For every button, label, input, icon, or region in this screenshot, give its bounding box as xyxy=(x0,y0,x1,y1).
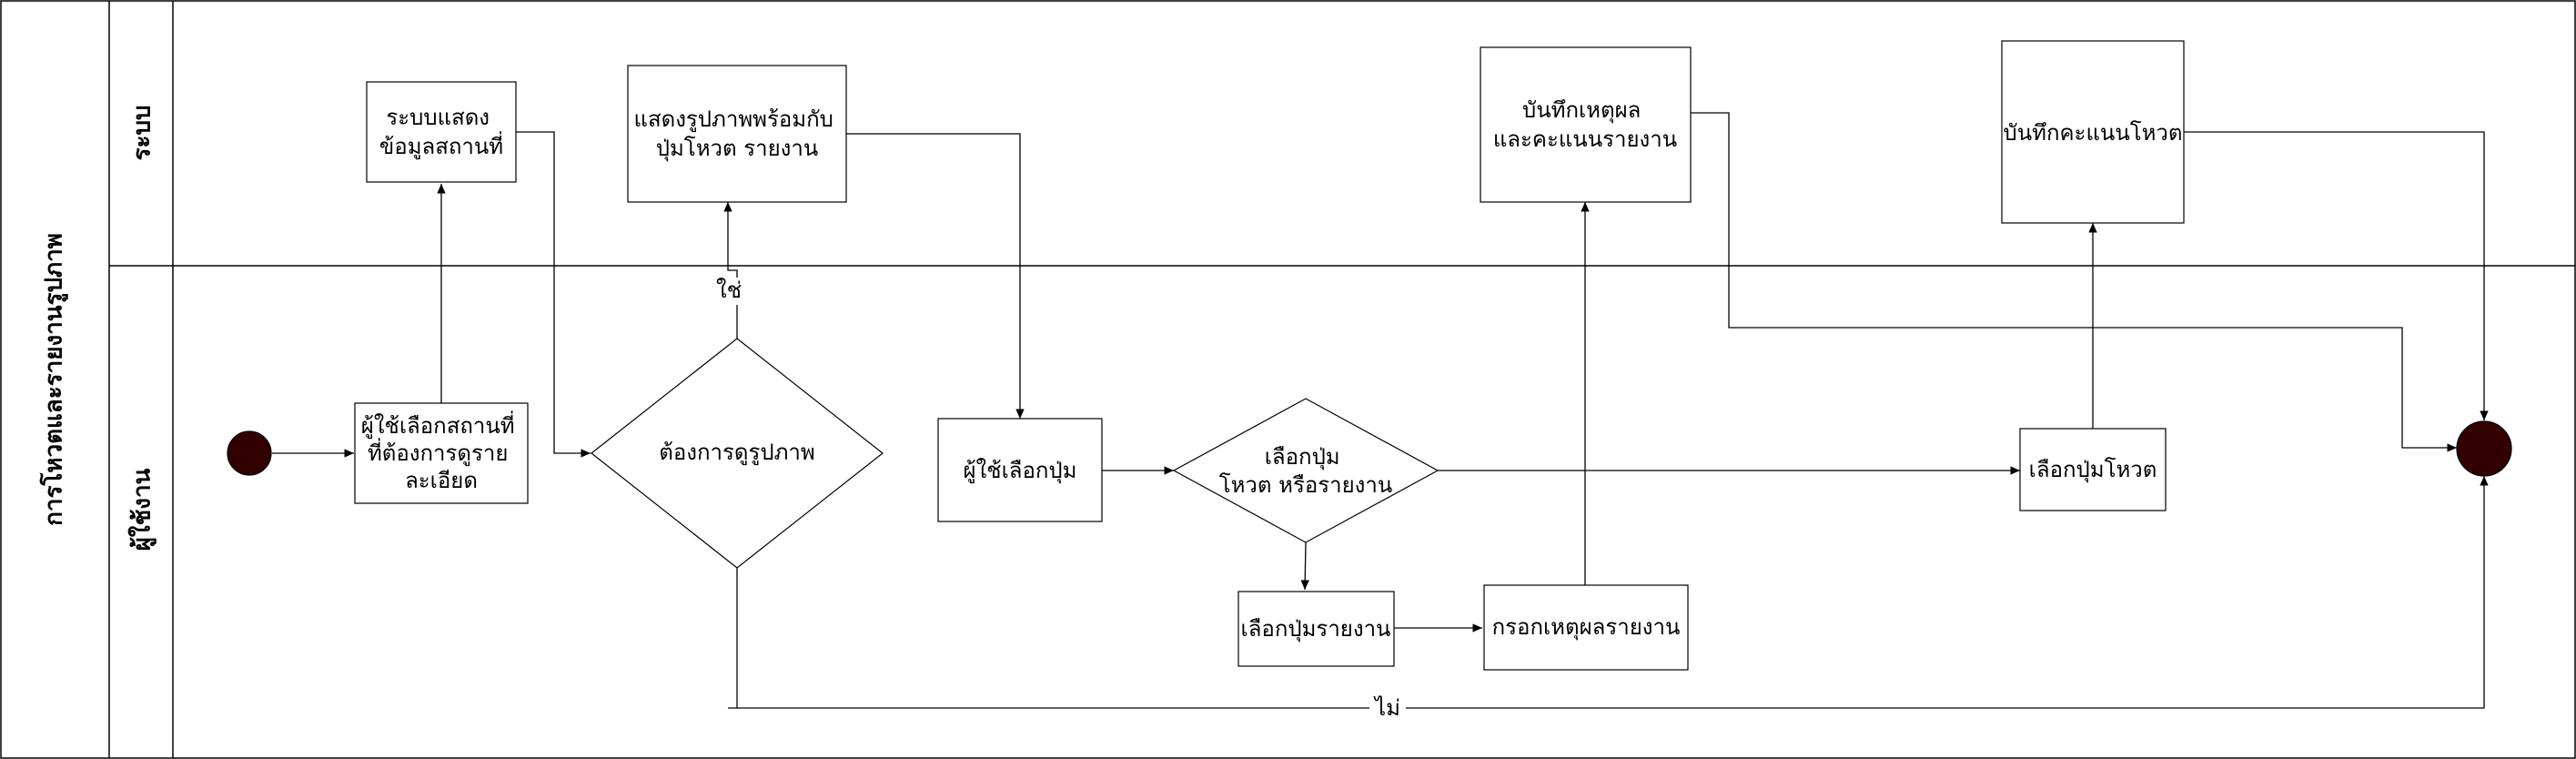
svg-text:เลือกปุ่ม โหวต หรือรายงา: เลือกปุ่ม โหวต หรือรายงาน xyxy=(1219,444,1393,498)
task-show-place-info-line: ข้อมูลสถานที่ xyxy=(379,131,503,160)
task-select-vote-button[interactable]: เลือกปุ่มโหวต xyxy=(2019,428,2167,511)
yes-label-bg xyxy=(710,278,746,305)
task-select-report-line: เลือกปุ่มรายงาน xyxy=(1241,616,1391,643)
svg-text:ผู้ใช้เลือกปุ่ม: ผู้ใช้เลือกปุ่ม xyxy=(964,458,1077,484)
svg-text:กรอกเหตุผลรายงาน: กรอกเหตุผลรายงาน xyxy=(1492,614,1681,641)
edge-label-no: ไม่ xyxy=(1373,695,1400,721)
task-select-place[interactable]: ผู้ใช้เลือกสถานที่ ที่ต้องการดูราย ละเอี… xyxy=(354,402,529,504)
edge-show-image-to-select-button xyxy=(846,133,1025,419)
no-label-bg xyxy=(1369,695,1406,723)
edge-decision-no-to-end xyxy=(728,476,2484,709)
pool-title: การโหวตและรายงานรูปภาพ xyxy=(39,233,69,526)
task-select-report-button[interactable]: เลือกปุ่มรายงาน xyxy=(1237,591,1395,667)
task-show-place-info-line: ระบบแสดง xyxy=(386,105,490,130)
task-user-select-button-line: ผู้ใช้เลือกปุ่ม xyxy=(964,458,1077,484)
task-user-select-button[interactable]: ผู้ใช้เลือกปุ่ม xyxy=(937,418,1103,522)
svg-text:แสดงรูปภาพพร้อมกับ ปุ่มโ: แสดงรูปภาพพร้อมกับ ปุ่มโหวต รายงาน xyxy=(633,106,840,162)
edge-decision-yes-to-show-image xyxy=(723,202,738,339)
task-save-report-line: บันทึกเหตุผล xyxy=(1522,97,1641,124)
svg-text:บันทึกเหตุผล และคะแนนราย: บันทึกเหตุผล และคะแนนรายงาน xyxy=(1493,97,1677,152)
svg-text:เลือกปุ่มโหวต: เลือกปุ่มโหวต xyxy=(2029,457,2157,483)
decision-vote-or-report[interactable]: เลือกปุ่ม โหวต หรือรายงาน xyxy=(1172,398,1440,543)
task-enter-reason-line: กรอกเหตุผลรายงาน xyxy=(1492,614,1681,641)
task-show-place-info[interactable]: ระบบแสดง ข้อมูลสถานที่ xyxy=(366,81,517,183)
task-show-image-line: ปุ่มโหวต รายงาน xyxy=(656,136,819,162)
start-event[interactable] xyxy=(227,430,272,476)
end-event[interactable] xyxy=(2456,420,2512,477)
lane-label-user: ผู้ใช้งาน xyxy=(128,468,157,551)
lane-label-system: ระบบ xyxy=(129,106,157,161)
svg-text:ระบบแสดง ข้อมูลสถานที่: ระบบแสดง ข้อมูลสถานที่ xyxy=(379,105,503,160)
task-select-vote-line: เลือกปุ่มโหวต xyxy=(2029,457,2157,483)
task-show-image-line: แสดงรูปภาพพร้อมกับ xyxy=(633,106,833,133)
decision-vote-or-report-line: เลือกปุ่ม xyxy=(1265,444,1340,471)
task-show-image-with-buttons[interactable]: แสดงรูปภาพพร้อมกับ ปุ่มโหวต รายงาน xyxy=(627,65,847,203)
edge-save-report-to-end xyxy=(1691,112,2457,452)
svg-text:ต้องการดูรูปภาพ: ต้องการดูรูปภาพ xyxy=(659,440,814,466)
task-save-vote[interactable]: บันทึกคะแนนโหวต xyxy=(2001,40,2185,224)
decision-view-image[interactable]: ต้องการดูรูปภาพ xyxy=(591,338,884,569)
decision-view-image-line: ต้องการดูรูปภาพ xyxy=(659,440,814,466)
svg-text:ผู้ใช้เลือกสถานที่ ที่ต้: ผู้ใช้เลือกสถานที่ ที่ต้องการดูราย ละเอี… xyxy=(361,410,521,493)
task-select-place-line: ผู้ใช้เลือกสถานที่ xyxy=(361,410,515,440)
task-save-vote-line: บันทึกคะแนนโหวต xyxy=(2004,120,2183,146)
edge-label-yes: ใช่ xyxy=(716,278,742,303)
task-select-place-line: ละเอียด xyxy=(405,468,478,493)
svg-text:เลือกปุ่มรายงาน: เลือกปุ่มรายงาน xyxy=(1241,616,1391,643)
edge-show-info-to-decision xyxy=(516,131,591,458)
task-save-report[interactable]: บันทึกเหตุผล และคะแนนรายงาน xyxy=(1480,46,1692,203)
svg-text:บันทึกคะแนนโหวต: บันทึกคะแนนโหวต xyxy=(2004,120,2183,146)
task-select-place-line: ที่ต้องการดูราย xyxy=(368,438,508,467)
decision-vote-or-report-line: โหวต หรือรายงาน xyxy=(1219,472,1393,498)
task-enter-report-reason[interactable]: กรอกเหตุผลรายงาน xyxy=(1483,584,1689,671)
edges xyxy=(272,112,2489,709)
edge-decision-to-select-report xyxy=(1300,541,1309,591)
edge-save-vote-to-end xyxy=(2184,131,2489,420)
task-save-report-line: และคะแนนรายงาน xyxy=(1493,126,1677,152)
